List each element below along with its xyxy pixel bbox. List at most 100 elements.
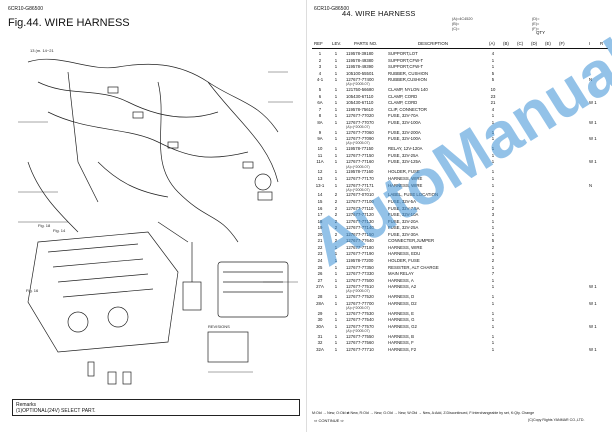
cell-desc: HARNESS, E — [388, 310, 415, 316]
cell-a: 1 — [491, 300, 495, 306]
cell-flag: N — [589, 182, 593, 188]
cell-a: 1 — [491, 277, 495, 283]
cell-desc: MAIN RELAY — [388, 271, 414, 277]
cell-part: 127677-77560 — [346, 340, 374, 346]
cell-ref: 9 — [318, 129, 322, 135]
cell-desc: LABEL, FUSE LOCATION — [388, 192, 439, 198]
cell-ref: 20 — [317, 231, 323, 237]
cell-ref: 25 — [317, 264, 323, 270]
header-qty-e: (E) — [545, 41, 551, 46]
cell-a: 1 — [491, 310, 495, 316]
cell-part: 127677-77500 — [346, 277, 374, 283]
cell-ref: 22 — [317, 244, 323, 250]
cell-desc: HARNESS, G2 — [388, 323, 417, 329]
cell-ref: 4 — [318, 70, 322, 76]
row-note: (A)=(*2005.07) — [346, 82, 370, 87]
change-legend: M:Old → New, O:Old ⇄ New, R:Old → New, G… — [312, 411, 535, 415]
cell-a: 1 — [491, 64, 495, 70]
cell-a: 1 — [491, 175, 495, 181]
row-note: (A)=(*2005.07) — [346, 187, 370, 192]
cell-part: 127677-77330 — [346, 271, 374, 277]
cell-a: 1 — [491, 284, 495, 290]
cell-ref: 28 — [317, 294, 323, 300]
cell-lev: 1 — [334, 294, 338, 300]
cell-lev: 2 — [334, 192, 338, 198]
cell-part: 119578-39180 — [346, 51, 374, 56]
cell-ref: 16 — [317, 205, 323, 211]
cell-ref: 13-1 — [315, 182, 325, 188]
cell-lev: 1 — [334, 129, 338, 135]
cell-part: 127677-77400 — [346, 77, 374, 83]
header-qty-d: (D) — [531, 41, 538, 46]
cell-desc: CLAMP, CORD — [388, 100, 418, 106]
callout-fig-14: Fig. 14 — [53, 228, 66, 233]
cell-lev: 1 — [334, 136, 338, 142]
cell-desc: FUSE, 32V-125A — [388, 159, 421, 165]
cell-a: 1 — [491, 251, 495, 257]
cell-lev: 1 — [334, 182, 338, 188]
cell-lev: 1 — [334, 317, 338, 323]
cell-a: 5 — [491, 70, 495, 76]
cell-ref: 30A — [316, 323, 324, 329]
cell-part: 119578-77200 — [346, 257, 374, 263]
cell-flag: W 1 — [589, 346, 597, 352]
cell-part: 127677-77710 — [346, 346, 374, 352]
callout-revisions: REVISIONS — [208, 324, 230, 329]
row-note: (A)=(*2005.07) — [346, 305, 370, 310]
cell-part: 127677-77100 — [346, 199, 374, 204]
cell-ref: 24 — [317, 257, 323, 263]
cell-lev: 1 — [334, 70, 338, 76]
cell-desc: CLIP, CONNECTOR — [388, 106, 427, 112]
cell-flag: W 1 — [589, 284, 597, 290]
cell-part: 121750-56680 — [346, 87, 374, 93]
cell-flag: W 1 — [589, 323, 597, 329]
cell-ref: 1 — [318, 51, 322, 56]
cell-part: 127677-77640 — [346, 238, 374, 244]
cell-lev: 2 — [334, 199, 338, 204]
cell-lev: 1 — [334, 251, 338, 257]
cell-ref: 21 — [317, 238, 323, 244]
cell-part: 127677-77140 — [346, 225, 374, 231]
cell-a: 1 — [491, 182, 495, 188]
row-note: (A)=(*2005.07) — [346, 164, 370, 169]
notes-abc: (A)=4C4520(B)=(C)= — [452, 17, 473, 31]
cell-part: 119578-77150 — [346, 146, 374, 152]
cell-desc: FUSE, 32V-25A — [388, 152, 419, 158]
cell-a: 1 — [491, 136, 495, 142]
cell-a: 1 — [491, 113, 495, 119]
cell-lev: 1 — [334, 106, 338, 112]
cell-desc: FUSE, 32V-10A — [388, 212, 419, 218]
cell-ref: 2 — [318, 57, 322, 63]
header-qty-b: (B) — [503, 41, 509, 46]
cell-part: 127677-77160 — [346, 159, 374, 165]
cell-lev: 1 — [334, 244, 338, 250]
cell-part: 127677-77070 — [346, 119, 374, 125]
cell-part: 127677-77540 — [346, 317, 374, 323]
left-page: 6CR10-G86500 Fig.44. WIRE HARNESS — [8, 0, 307, 432]
cell-a: 2 — [491, 257, 495, 263]
cell-desc: HARNESS, B — [388, 333, 415, 339]
cell-flag: W 1 — [589, 100, 597, 106]
cell-lev: 1 — [334, 340, 338, 346]
cell-ref: 6 — [318, 93, 322, 99]
cell-lev: 1 — [334, 146, 338, 152]
cell-flag: W 1 — [589, 119, 597, 125]
cell-ref: 19 — [317, 225, 323, 231]
row-note: (A)=(*2005.07) — [346, 124, 370, 129]
cell-part: 127677-77060 — [346, 129, 374, 135]
cell-desc: SUPPORT,CFW-T — [388, 64, 424, 70]
